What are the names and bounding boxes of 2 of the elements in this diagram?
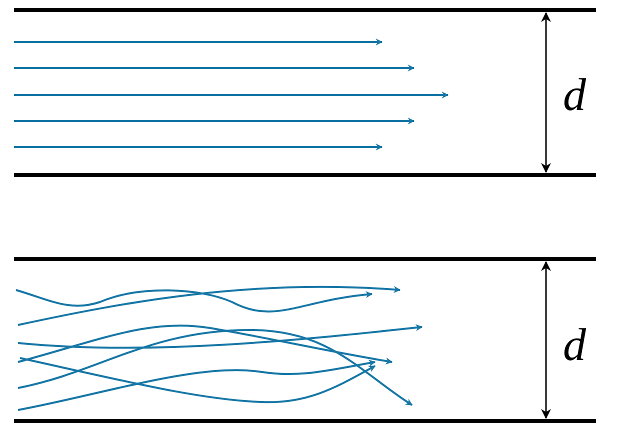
- dimension-label: d: [563, 72, 586, 118]
- dimension-label: d: [563, 322, 586, 368]
